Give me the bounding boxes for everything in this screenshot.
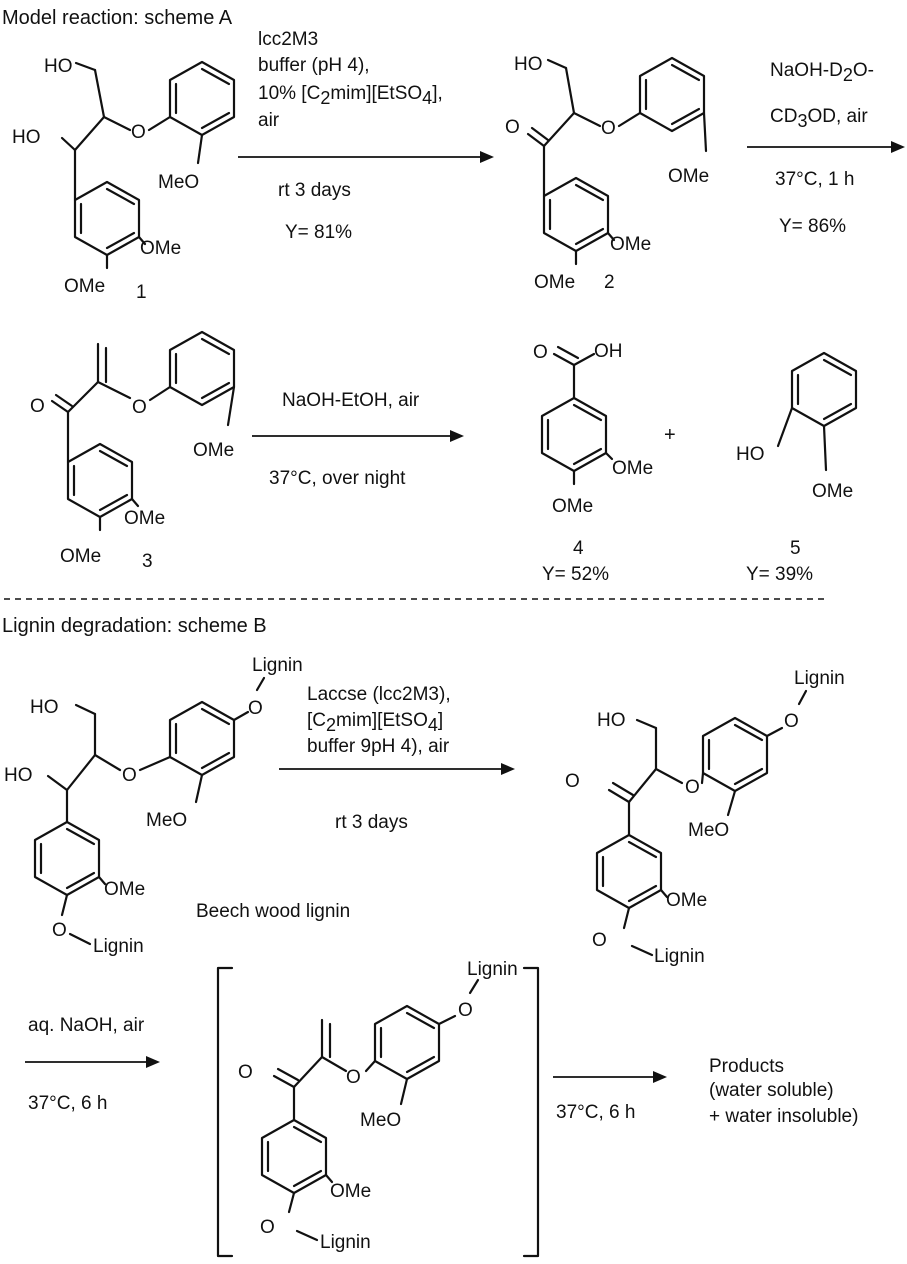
compound-2-o-carbonyl: O xyxy=(505,117,520,138)
arrow-a3 xyxy=(252,430,464,442)
b2-reagent: aq. NaOH, air xyxy=(28,1015,145,1036)
a1-reagent-line1: lcc2M3 xyxy=(258,29,318,50)
b1-reagent-line3: buffer 9pH 4), air xyxy=(307,736,450,757)
compound-5-yield: Y= 39% xyxy=(746,564,813,585)
compound-2-number: 2 xyxy=(604,272,615,293)
lignin-oxidized-structure xyxy=(595,689,808,957)
beech-wood-lignin-label: Beech wood lignin xyxy=(196,901,350,922)
oxidized-ho-top: HO xyxy=(597,710,626,731)
compound-3-ome-para: OMe xyxy=(60,546,101,567)
compound-1-number: 1 xyxy=(136,282,147,303)
oxidized-o-bottom: O xyxy=(592,930,607,951)
compound-4-structure xyxy=(540,345,614,486)
start-ho-side: HO xyxy=(4,765,33,786)
intermediate-o-bottom: O xyxy=(260,1217,275,1238)
products-line2: (water soluble) xyxy=(709,1080,834,1101)
oxidized-o-carbonyl: O xyxy=(565,771,580,792)
a2-yield: Y= 86% xyxy=(779,216,846,237)
start-ome: OMe xyxy=(104,879,145,900)
compound-2-ome-meta: OMe xyxy=(610,234,651,255)
intermediate-o-carbonyl: O xyxy=(238,1062,253,1083)
a3-reagent: NaOH-EtOH, air xyxy=(282,390,420,411)
plus-sign: + xyxy=(664,424,676,446)
compound-3-number: 3 xyxy=(142,551,153,572)
b1-reagent-line1: Laccse (lcc2M3), xyxy=(307,684,451,705)
oxidized-ome: OMe xyxy=(666,890,707,911)
start-o-bottom: O xyxy=(52,920,67,941)
intermediate-meo: MeO xyxy=(360,1110,401,1131)
start-lignin-bottom: Lignin xyxy=(93,936,144,957)
intermediate-bracket-left xyxy=(216,966,234,1258)
compound-5-ho: HO xyxy=(736,444,765,465)
a3-condition: 37°C, over night xyxy=(269,468,406,489)
a1-reagent-line2: buffer (pH 4), xyxy=(258,55,370,76)
compound-4-o-carbonyl: O xyxy=(533,342,548,363)
compound-3-ome-ring: OMe xyxy=(193,440,234,461)
arrow-a2 xyxy=(747,141,905,153)
intermediate-lignin-bottom: Lignin xyxy=(320,1232,371,1253)
scheme-b-title: Lignin degradation: scheme B xyxy=(2,615,267,637)
intermediate-ome: OMe xyxy=(330,1181,371,1202)
a1-reagent-line3: 10% [C2mim][EtSO4], xyxy=(258,83,443,108)
start-lignin-top: Lignin xyxy=(252,655,303,676)
a2-reagent-line1: NaOH-D2O- xyxy=(770,60,874,85)
compound-1-ome-meta: OMe xyxy=(140,238,181,259)
lignin-intermediate-structure xyxy=(260,978,480,1242)
compound-1-meo: MeO xyxy=(158,172,199,193)
compound-2-ho-top: HO xyxy=(514,54,543,75)
intermediate-bracket-right xyxy=(522,966,540,1258)
compound-5-number: 5 xyxy=(790,538,801,559)
a1-condition: rt 3 days xyxy=(278,180,351,201)
start-ho-top: HO xyxy=(30,697,59,718)
compound-2-structure xyxy=(526,56,708,266)
arrow-b2 xyxy=(25,1056,160,1068)
intermediate-o-ether: O xyxy=(346,1067,361,1088)
b1-condition: rt 3 days xyxy=(335,812,408,833)
compound-3-structure xyxy=(50,330,236,532)
compound-4-number: 4 xyxy=(573,538,584,559)
compound-1-o-ether: O xyxy=(131,122,146,143)
a2-reagent-line2: CD3OD, air xyxy=(770,106,868,131)
compound-2-ome-para: OMe xyxy=(534,272,575,293)
lignin-start-structure xyxy=(33,676,266,946)
arrow-b1 xyxy=(279,763,515,775)
oxidized-o-ether: O xyxy=(685,777,700,798)
compound-5-structure xyxy=(776,351,858,472)
b2-condition: 37°C, 6 h xyxy=(28,1093,107,1114)
oxidized-lignin-bottom: Lignin xyxy=(654,946,705,967)
a2-condition: 37°C, 1 h xyxy=(775,169,854,190)
a1-reagent-line4: air xyxy=(258,110,280,131)
compound-4-oh: OH xyxy=(594,341,623,362)
b3-condition: 37°C, 6 h xyxy=(556,1102,635,1123)
intermediate-o-top: O xyxy=(458,1000,473,1021)
start-meo: MeO xyxy=(146,810,187,831)
oxidized-o-top: O xyxy=(784,711,799,732)
oxidized-meo: MeO xyxy=(688,820,729,841)
arrow-a1 xyxy=(238,151,494,163)
b1-reagent-line2: [C2mim][EtSO4] xyxy=(307,710,443,735)
arrow-b3 xyxy=(553,1071,667,1083)
compound-1-ome-para: OMe xyxy=(64,276,105,297)
start-o-ether: O xyxy=(122,765,137,786)
start-o-top: O xyxy=(248,698,263,719)
compound-2-o-ether: O xyxy=(601,118,616,139)
compound-3-o-carbonyl: O xyxy=(30,396,45,417)
compound-3-ome-meta: OMe xyxy=(124,508,165,529)
compound-1-ho-side: HO xyxy=(12,127,41,148)
compound-4-ome-para: OMe xyxy=(552,496,593,517)
compound-4-ome-meta: OMe xyxy=(612,458,653,479)
compound-1-structure xyxy=(60,60,236,270)
a1-yield: Y= 81% xyxy=(285,222,352,243)
compound-3-o-ether: O xyxy=(132,397,147,418)
products-line3: + water insoluble) xyxy=(709,1106,858,1127)
compound-4-yield: Y= 52% xyxy=(542,564,609,585)
oxidized-lignin-top: Lignin xyxy=(794,668,845,689)
intermediate-lignin-top: Lignin xyxy=(467,959,518,980)
products-line1: Products xyxy=(709,1056,784,1077)
scheme-a-title: Model reaction: scheme A xyxy=(2,7,233,29)
compound-1-ho-top: HO xyxy=(44,56,73,77)
compound-5-ome: OMe xyxy=(812,481,853,502)
compound-2-ome-ring: OMe xyxy=(668,166,709,187)
